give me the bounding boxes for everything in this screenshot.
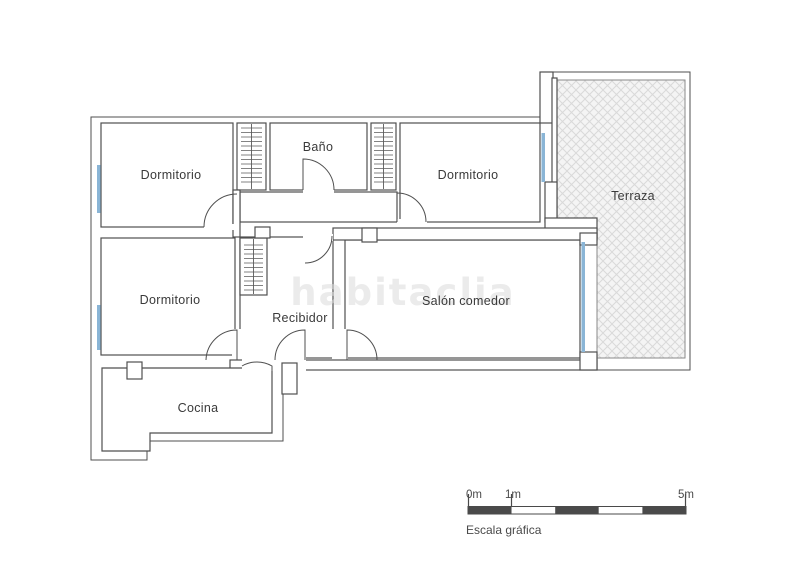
door-recibidor-north	[304, 235, 333, 264]
wall-tab-vestibule	[254, 226, 271, 239]
scale-segment-4	[598, 506, 643, 514]
wall-tab-corridor	[361, 227, 378, 243]
door-cocina	[241, 361, 273, 396]
vestibule-west-stub	[232, 189, 241, 238]
salon-east-wall-bottom	[579, 351, 598, 371]
label-dormitorio-top-left: Dormitorio	[141, 168, 202, 182]
opening-recibidor-north	[303, 234, 333, 241]
door-dorm2	[396, 192, 427, 223]
opening-bano	[303, 185, 334, 195]
scale-segment-1	[468, 506, 512, 514]
window-salon	[581, 242, 585, 352]
windows	[97, 133, 585, 352]
scale-bar-border	[467, 506, 687, 515]
door-bano	[302, 158, 335, 191]
scale-tick-label-1m: 1m	[505, 489, 521, 501]
door-recibidor-south	[274, 329, 306, 361]
scale-segment-2	[511, 506, 556, 514]
label-salon: Salón comedor	[422, 294, 510, 308]
label-dormitorio-top-right: Dormitorio	[438, 168, 499, 182]
wall-tab-cocina	[126, 361, 143, 380]
watermark-text: habitaclia	[290, 271, 515, 314]
label-recibidor: Recibidor	[272, 311, 328, 325]
room-bano	[269, 122, 368, 191]
scale-tick-label-0m: 0m	[466, 489, 482, 501]
wall-pier-cocina-passage	[281, 362, 298, 395]
wardrobe-symbol-c	[244, 239, 263, 294]
room-dormitorio-top-left	[100, 122, 234, 228]
label-bano: Baño	[303, 140, 333, 154]
terrace-step-wall	[539, 71, 554, 124]
opening-dorm1	[204, 224, 238, 230]
door-dorm3	[205, 329, 238, 361]
hallway-corridor	[239, 191, 398, 223]
wardrobe-symbol-a	[241, 124, 262, 189]
scale-bar: 0m 1m 5m Escala gráfica	[466, 489, 694, 537]
scale-segment-3	[555, 506, 599, 514]
room-dormitorio-left	[100, 237, 236, 356]
room-salon	[344, 239, 581, 359]
door-salon	[346, 329, 378, 361]
window-dorm1	[97, 165, 101, 213]
opening-dorm2	[397, 219, 427, 225]
label-terraza: Terraza	[611, 189, 655, 203]
wardrobe-symbol-b	[374, 124, 393, 189]
door-dorm1	[203, 193, 238, 228]
room-dormitorio-top-right	[399, 122, 541, 223]
label-cocina: Cocina	[178, 401, 219, 415]
scale-caption: Escala gráfica	[466, 523, 542, 537]
opening-salon	[332, 329, 348, 359]
door-arcs	[203, 158, 427, 396]
window-dorm2	[541, 133, 545, 182]
wall-below-window	[544, 181, 558, 223]
label-dormitorio-left: Dormitorio	[140, 293, 201, 307]
scale-segment-5	[642, 506, 686, 514]
window-dorm3	[97, 305, 101, 350]
